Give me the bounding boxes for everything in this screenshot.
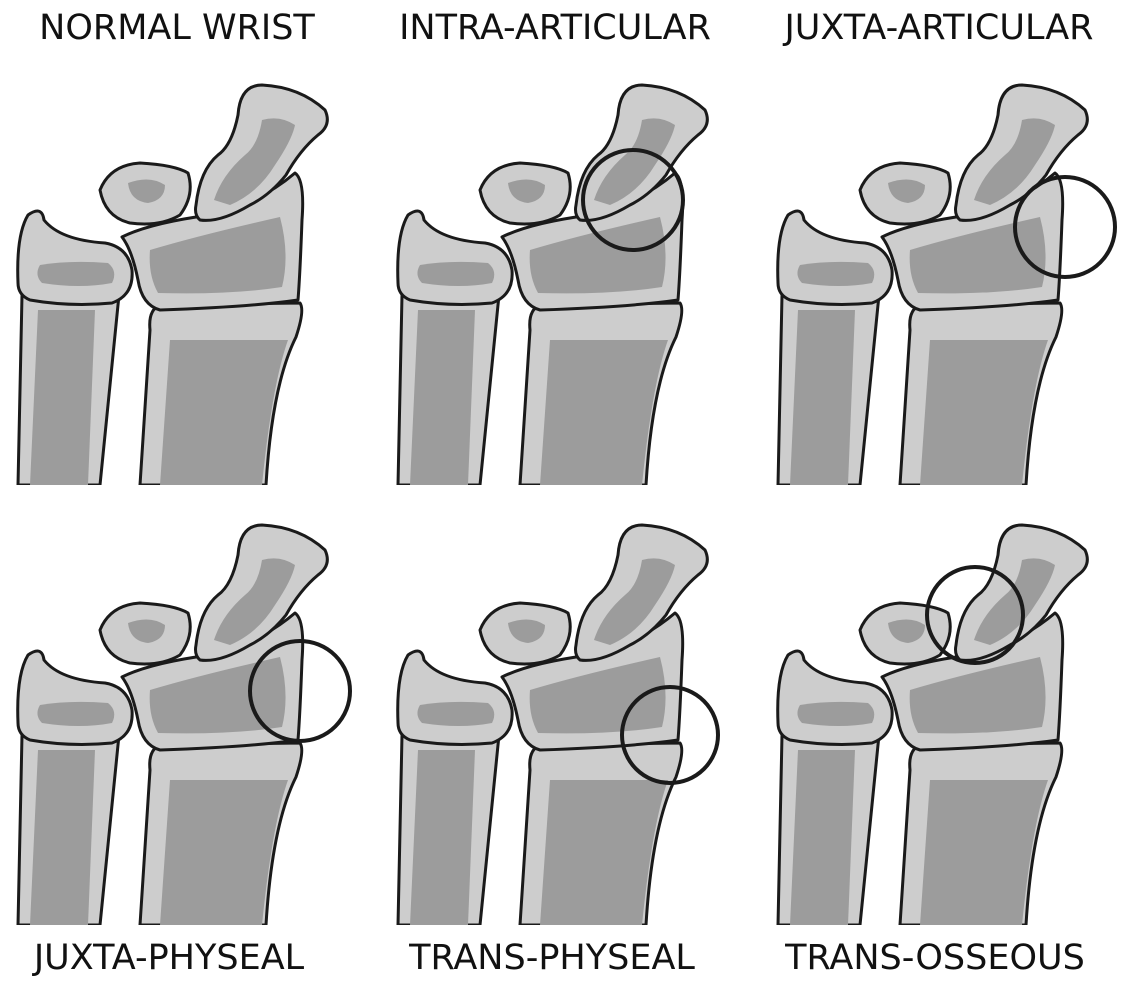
panel-juxta-articular bbox=[760, 55, 1122, 485]
panel-intra-articular bbox=[380, 55, 754, 485]
panel-juxta-physeal bbox=[0, 495, 374, 925]
panel-label-trans-osseous: TRANS-OSSEOUS bbox=[748, 938, 1122, 978]
panel-label-normal-wrist: NORMAL WRIST bbox=[0, 8, 364, 48]
panel-label-juxta-articular: JUXTA-ARTICULAR bbox=[752, 8, 1122, 48]
panel-label-intra-articular: INTRA-ARTICULAR bbox=[368, 8, 742, 48]
wrist-illustration-normal bbox=[0, 55, 374, 485]
panel-normal-wrist bbox=[0, 55, 374, 485]
panel-trans-osseous bbox=[760, 495, 1122, 925]
panel-label-trans-physeal: TRANS-PHYSEAL bbox=[365, 938, 739, 978]
wrist-illustration-trans-physeal bbox=[380, 495, 754, 925]
wrist-illustration-juxta-articular bbox=[760, 55, 1122, 485]
panel-label-juxta-physeal: JUXTA-PHYSEAL bbox=[0, 938, 356, 978]
wrist-illustration-intra-articular bbox=[380, 55, 754, 485]
wrist-illustration-trans-osseous bbox=[760, 495, 1122, 925]
wrist-illustration-juxta-physeal bbox=[0, 495, 374, 925]
panel-trans-physeal bbox=[380, 495, 754, 925]
